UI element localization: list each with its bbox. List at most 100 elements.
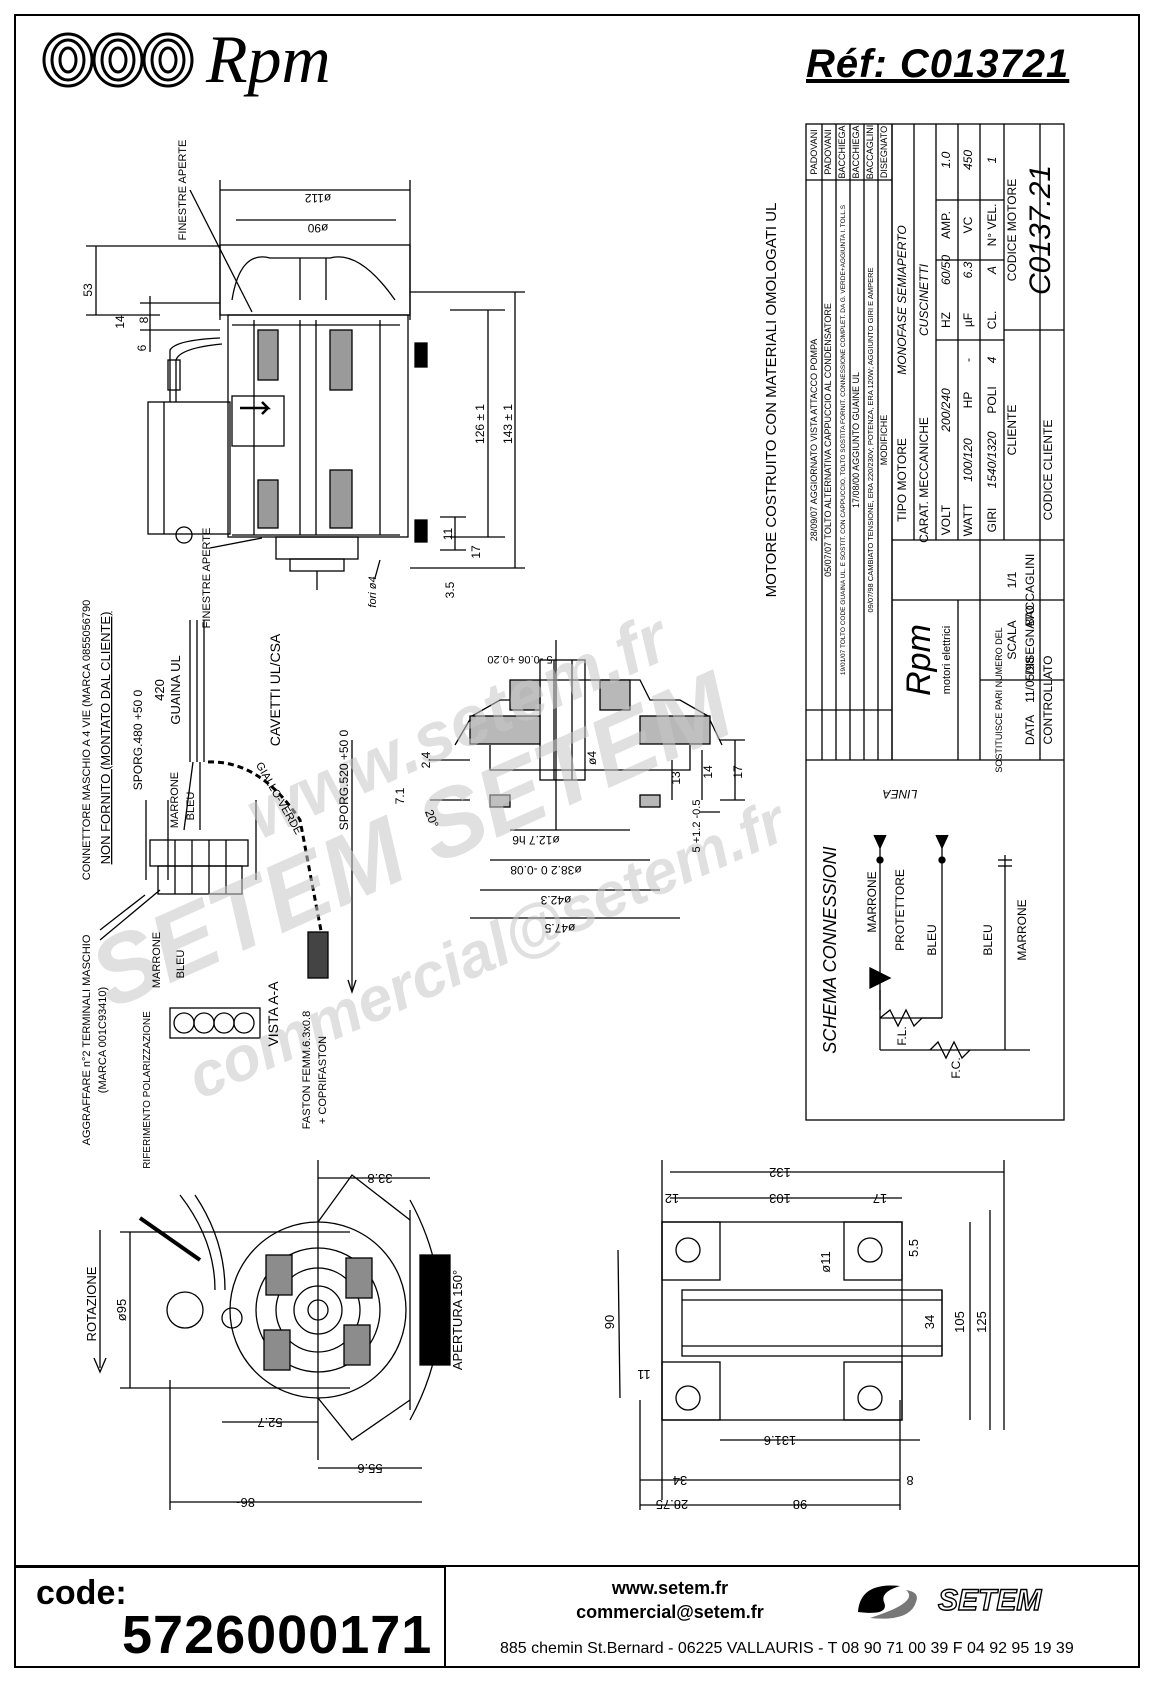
brand-name: Rpm (206, 21, 331, 97)
label-d55-6: 55.6 (357, 1461, 382, 1476)
bracket-125: 125 (974, 1311, 989, 1333)
label-vista: VISTA A-A (265, 981, 281, 1047)
label-fori: fori ø4 (367, 576, 379, 607)
label-marca: (MARCA 001C93410) (97, 987, 109, 1093)
codice-motore-label: CODICE MOTORE (1005, 179, 1019, 281)
codice-cliente-label: CODICE CLIENTE (1041, 420, 1055, 521)
data-label: DATA (1023, 715, 1037, 745)
schema-marrone: MARRONE (865, 871, 879, 932)
giri-label: GIRI (985, 508, 999, 533)
label-d95: ø95 (114, 1299, 129, 1321)
bracket-105: 105 (952, 1311, 967, 1333)
volt-label: VOLT (939, 504, 953, 535)
label-faston: FASTON FEMM.6.3x0.8 (301, 1011, 313, 1129)
poli-value: 4 (985, 356, 999, 363)
label-riferimento: RIFERIMENTO POLARIZZAZIONE (142, 1011, 153, 1169)
hub-dim-12: 5 -0.06 +0.20 (487, 653, 552, 665)
disegnato-value: BACCAGLINI (1023, 554, 1037, 627)
hub-dim-6: 20° (422, 808, 441, 830)
hp-value: - (961, 358, 975, 362)
label-aggraffare: AGGRAFFARE n°2 TERMINALI MASCHIO (81, 934, 93, 1145)
rev-5-by: PADOVANI (809, 129, 819, 174)
dim-3-5: 3.5 (443, 581, 457, 598)
bracket-view (617, 1160, 1005, 1510)
controllato-label: CONTROLLATO (1041, 656, 1055, 745)
motor-front-view (93, 1160, 451, 1510)
nvel-value: 1 (985, 157, 999, 164)
motor-side-view (86, 180, 525, 590)
schema-linea: LINEA (883, 787, 918, 801)
dim-90: ø90 (307, 221, 328, 235)
cliente-label: CLIENTE (1005, 405, 1019, 456)
dim-112: ø112 (304, 191, 331, 205)
label-marrone-wiring: MARRONE (169, 772, 181, 828)
bracket-34a: 34 (922, 1315, 937, 1329)
note-motore-ul: MOTORE COSTRUITO CON MATERIALI OMOLOGATI… (763, 203, 780, 598)
drawing-frame (14, 14, 1140, 1668)
rev-4-by: PADOVANI (823, 129, 833, 174)
hub-dim-9: 14 (701, 765, 715, 779)
hub-dim-7: ø4 (585, 751, 599, 765)
scala-value: 1/1 (1005, 571, 1019, 588)
reference-title: Réf: C013721 (806, 42, 1070, 86)
vc-value: 450 (961, 150, 975, 170)
code-number: 5726000171 (122, 1605, 433, 1665)
website-link[interactable]: www.setem.fr (611, 1578, 729, 1598)
rev-2: 17/08/00 AGGIUNTO GUAINE UL (851, 372, 861, 508)
label-connettore: CONNETTORE MASCHIO A 4 VIE (MARCA 085505… (81, 600, 93, 880)
schema-bleu-2: BLEU (981, 924, 995, 955)
rev-5: 28/09/07 AGGIORNATO VISTA ATTACCO POMPA (809, 339, 819, 542)
watt-value: 100/120 (961, 438, 975, 482)
bracket-8: 8 (906, 1473, 913, 1488)
svg-text:SETEM: SETEM (938, 1584, 1042, 1617)
bracket-17: 17 (873, 1191, 887, 1206)
title-block (805, 123, 1065, 1121)
schema-fl: F.L. (895, 1026, 909, 1045)
hub-dim-10: 17 (731, 765, 745, 779)
code-label: code: (36, 1574, 127, 1612)
dim-17: 17 (469, 545, 483, 559)
dim-143: 143 ± 1 (501, 404, 515, 444)
title-block-brand: Rpm (900, 624, 938, 696)
title-block-brand-sub: motori elettrici (941, 626, 953, 694)
tipo-motore-label: TIPO MOTORE (895, 438, 909, 522)
rev-3-by: BACCHIEGA (837, 125, 847, 178)
hp-label: HP (961, 392, 975, 409)
sostituisce-label: SOSTITUISCE PARI NUMERO DEL (994, 627, 1004, 772)
dim-8: 8 (137, 316, 151, 323)
nvel-label: N° VEL. (985, 204, 999, 247)
bracket-98: 98 (793, 1497, 807, 1512)
hub-dim-0: ø12.7 h6 (512, 833, 560, 847)
schema-marrone-2: MARRONE (1015, 899, 1029, 960)
dim-126: 126 ± 1 (473, 404, 487, 444)
hub-dim-3: ø47.5 (544, 921, 575, 935)
connection-schema (869, 834, 1030, 1060)
wiring-harness (99, 620, 357, 1039)
setem-watermark: www.setem.fr SETEM SETEM commercial@sete… (75, 597, 799, 1113)
rev-1-by: BACCAGLINI (865, 125, 875, 180)
rev-2-by: BACCHIEGA (851, 125, 861, 178)
volt-value: 200/240 (939, 388, 953, 433)
scala-label: SCALA (1005, 620, 1019, 659)
hub-dim-5: 7.1 (393, 787, 407, 804)
rev-4: 05/07/07 TOLTO ALTERNATIVA CAPPUCCIO AL … (823, 303, 833, 577)
label-rotazione: ROTAZIONE (84, 1266, 99, 1341)
rev-1: 09/07/98 CAMBIATO TENSIONE, ERA 220/230V… (866, 267, 875, 612)
label-420: 420 (152, 679, 167, 701)
uf-label: µF (961, 313, 975, 327)
hub-dim-11: 5 +1.2 -0.5 (691, 800, 703, 853)
hub-dim-2: ø42.3 (540, 893, 571, 907)
bracket-5-5: 5.5 (906, 1239, 921, 1257)
schema-fc: F.C. (949, 1057, 963, 1078)
label-finestre-bottom: FINESTRE APERTE (201, 528, 213, 629)
disegnato-label: DISEGNATO (1023, 605, 1037, 675)
email-link[interactable]: commercial@setem.fr (576, 1602, 764, 1622)
carat-value: CUSCINETTI (917, 263, 931, 336)
label-guaina-ul: GUAINA UL (168, 655, 183, 724)
rev-header-modifiche: MODIFICHE (879, 415, 889, 466)
label-bleu-wiring: BLEU (185, 792, 197, 821)
vc-label: VC (961, 216, 975, 233)
bracket-90: 90 (602, 1315, 617, 1329)
data-value: 11/05/98 (1023, 657, 1037, 703)
